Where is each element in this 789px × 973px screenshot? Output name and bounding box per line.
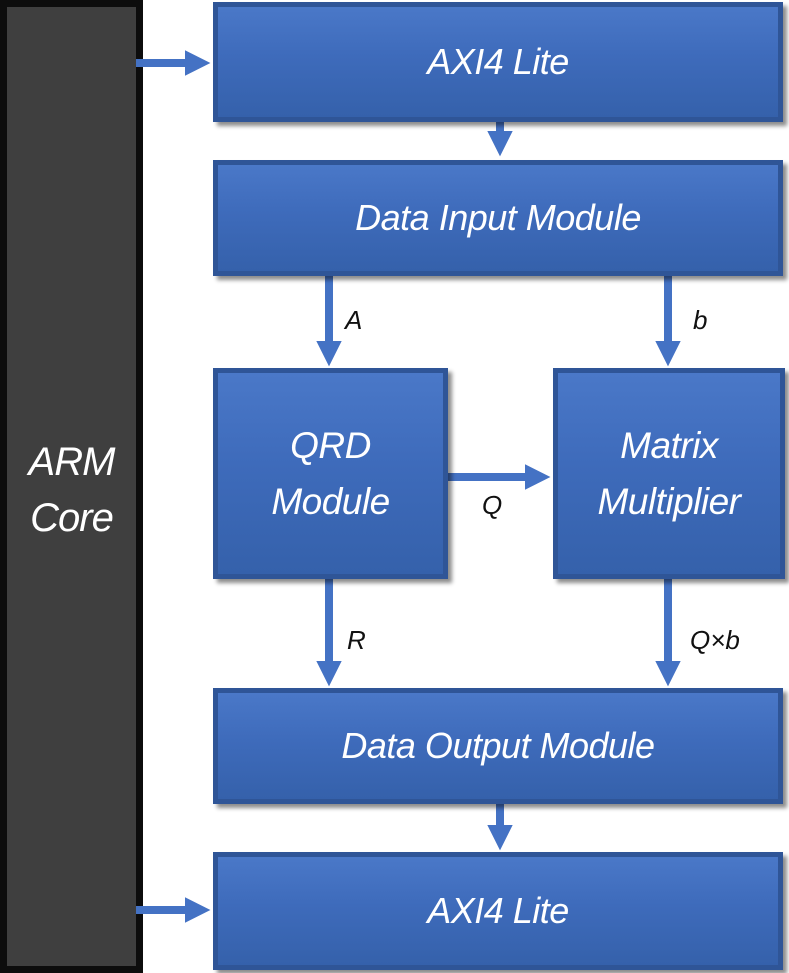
axi4-lite-bottom-block: AXI4 Lite <box>213 852 783 970</box>
edge-label-r: R <box>347 625 366 655</box>
axi4-lite-bottom-label: AXI4 Lite <box>427 890 569 931</box>
qrd-module-label-line1: QRD <box>290 424 371 466</box>
axi4-lite-top-block: AXI4 Lite <box>213 2 783 122</box>
arm-core-label-line2: Core <box>30 496 114 540</box>
qrd-module-block: QRD Module <box>213 368 448 579</box>
data-output-module-label: Data Output Module <box>341 725 655 766</box>
edge-label-q: Q <box>482 490 503 520</box>
arm-core-label: ARM Core <box>0 434 143 546</box>
data-output-module-block: Data Output Module <box>213 688 783 804</box>
edge-label-b: b <box>693 305 708 335</box>
data-input-module-block: Data Input Module <box>213 160 783 276</box>
matrix-multiplier-label-line1: Matrix <box>620 424 718 466</box>
arm-core-label-line1: ARM <box>28 440 116 484</box>
axi4-lite-top-label: AXI4 Lite <box>427 41 569 82</box>
matrix-multiplier-block: Matrix Multiplier <box>553 368 785 579</box>
arm-core-block <box>0 0 143 973</box>
data-input-module-label: Data Input Module <box>355 197 641 238</box>
matrix-multiplier-label-line2: Multiplier <box>597 480 741 522</box>
edge-label-a: A <box>345 305 363 335</box>
edge-label-qxb: Q×b <box>690 625 740 655</box>
qrd-module-label-line2: Module <box>271 480 390 522</box>
